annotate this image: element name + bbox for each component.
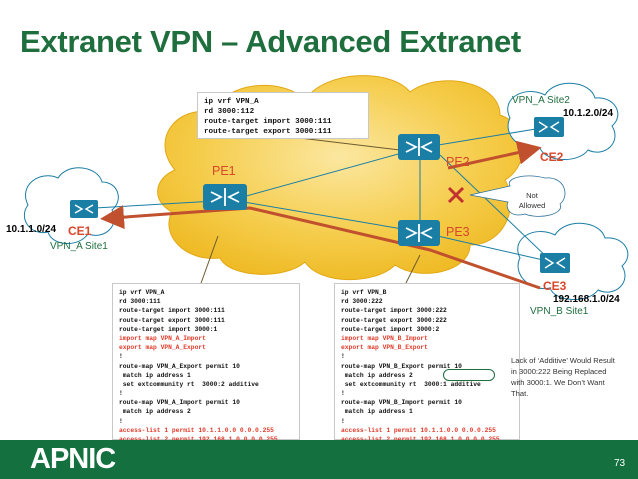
ce2-network-label: 10.1.2.0/24	[563, 108, 614, 119]
config-line: rd 3000:112	[204, 108, 255, 116]
router-pe1	[203, 184, 247, 210]
not-allowed-mark	[447, 186, 465, 204]
not-allowed-label: Not Allowed	[515, 191, 549, 211]
config-line: route-map VPN_A_Import permit 10	[119, 399, 240, 407]
pe3-label: PE3	[446, 225, 470, 239]
router-ce1	[70, 200, 98, 218]
footer-bar	[0, 440, 638, 479]
config-line: route-map VPN_B_Export permit 10	[341, 362, 462, 370]
ce2-label: CE2	[540, 150, 564, 164]
config-line: !	[119, 353, 123, 361]
config-line: route-target export 3000:222	[341, 316, 447, 324]
config-line: rd 3000:111	[119, 298, 161, 306]
pe2-label: PE2	[446, 155, 470, 169]
vpn-a-site1-label: VPN_A Site1	[50, 241, 108, 252]
config-line: set extcommunity rt 3000:2 additive	[119, 380, 259, 388]
config-line: route-target import 3000:111	[204, 118, 332, 126]
router-pe2	[398, 134, 440, 160]
config-line: !	[341, 417, 345, 425]
router-ce3	[540, 253, 570, 273]
additive-note: Lack of ‘Additive’ Would Result in 3000:…	[511, 356, 615, 398]
route-arrows	[100, 140, 542, 290]
config-line: match ip address 1	[119, 371, 191, 379]
config-line: export map VPN_B_Export	[341, 344, 428, 352]
config-line: match ip address 2	[119, 408, 191, 416]
ce3-label: CE3	[543, 279, 567, 293]
config-line: !	[119, 417, 123, 425]
config-line: import map VPN_A_Import	[119, 334, 206, 342]
router-ce2	[534, 117, 564, 137]
config-line: access-list 1 permit 10.1.1.0.0 0.0.0.25…	[119, 426, 274, 434]
config-line: route-map VPN_A_Export permit 10	[119, 362, 240, 370]
additive-highlight	[443, 369, 495, 381]
config-line: !	[119, 390, 123, 398]
router-pe3	[398, 220, 440, 246]
config-line: route-target import 3000:2	[341, 325, 440, 333]
vpn-b-site1-label: VPN_B Site1	[530, 306, 589, 317]
config-line: match ip address 1	[341, 408, 413, 416]
config-line: access-list 2 permit 192.168.1.0 0.0.0.2…	[341, 435, 513, 444]
config-line: ip vrf VPN_A	[204, 98, 259, 106]
arrow-ce3-to-ce1	[100, 205, 541, 290]
ce1-network-label: 10.1.1.0/24	[6, 224, 57, 235]
config-line: route-target export 3000:111	[119, 316, 225, 324]
links	[94, 126, 553, 263]
not-allowed-text: Not Allowed	[518, 191, 546, 210]
vpn-a-site2-label: VPN_A Site2	[512, 95, 570, 106]
config-line: match ip address 2	[341, 371, 413, 379]
page-number: 73	[614, 458, 626, 469]
config-line: import map VPN_B_Import	[341, 334, 428, 342]
config-line: export map VPN_A_Export	[119, 344, 206, 352]
config-line: access-list 1 permit 10.1.1.0.0 0.0.0.25…	[341, 426, 496, 434]
config-line: route-target export 3000:111	[204, 128, 332, 136]
slide-title: Extranet VPN – Advanced Extranet	[20, 24, 521, 59]
config-line: route-target import 3000:222	[341, 307, 447, 315]
config-line: route-target import 3000:1	[119, 325, 218, 333]
config-line: rd 3000:222	[341, 298, 383, 306]
ce1-label: CE1	[68, 224, 92, 238]
config-line: ip vrf VPN_A	[119, 289, 165, 296]
pe1-label: PE1	[212, 164, 236, 178]
arrow-to-ce2	[447, 140, 542, 170]
apnic-logo: APNIC	[30, 443, 116, 475]
config-line: route-target import 3000:111	[119, 307, 225, 315]
config-line: route-map VPN_B_Import permit 10	[341, 399, 462, 407]
config-line: ip vrf VPN_B	[341, 289, 387, 296]
config-line: !	[341, 390, 345, 398]
not-allowed-callout	[469, 175, 566, 217]
config-line: set extcommunity rt 3000:1 additive	[341, 380, 481, 388]
ce3-site-cloud	[517, 222, 629, 301]
config-line: !	[341, 353, 345, 361]
ce3-network-label: 192.168.1.0/24	[553, 294, 620, 305]
config-line: access-list 2 permit 192.168.1.0 0.0.0.2…	[119, 435, 293, 444]
